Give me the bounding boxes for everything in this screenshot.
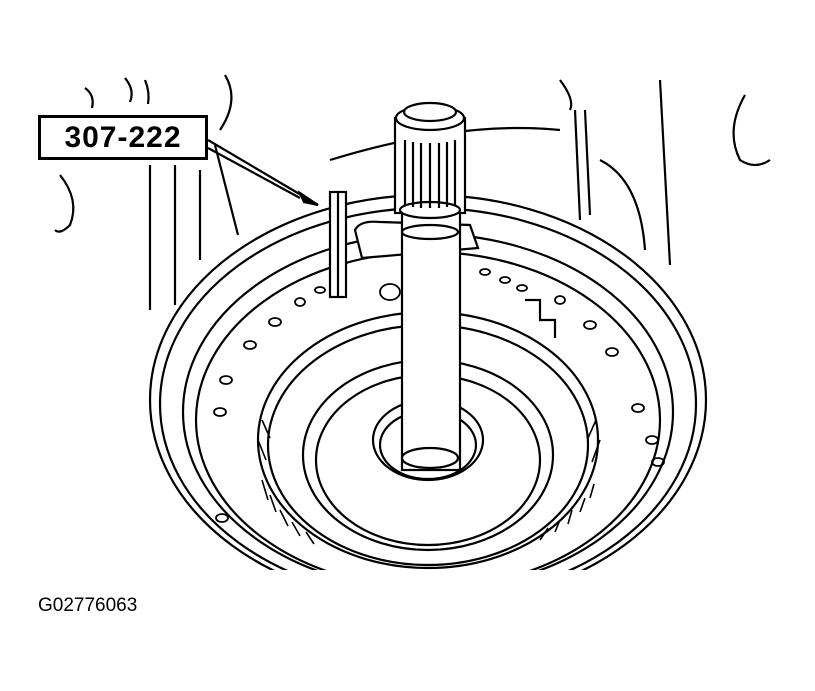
tool-number-callout: 307-222 — [38, 115, 208, 160]
input-shaft — [393, 101, 467, 472]
figure-id: G02776063 — [38, 595, 138, 616]
stator-tab — [525, 298, 557, 338]
bolt-holes — [213, 268, 665, 523]
callout-leader — [207, 139, 319, 207]
clutch-teeth — [257, 419, 601, 545]
housing-outline — [54, 74, 771, 310]
